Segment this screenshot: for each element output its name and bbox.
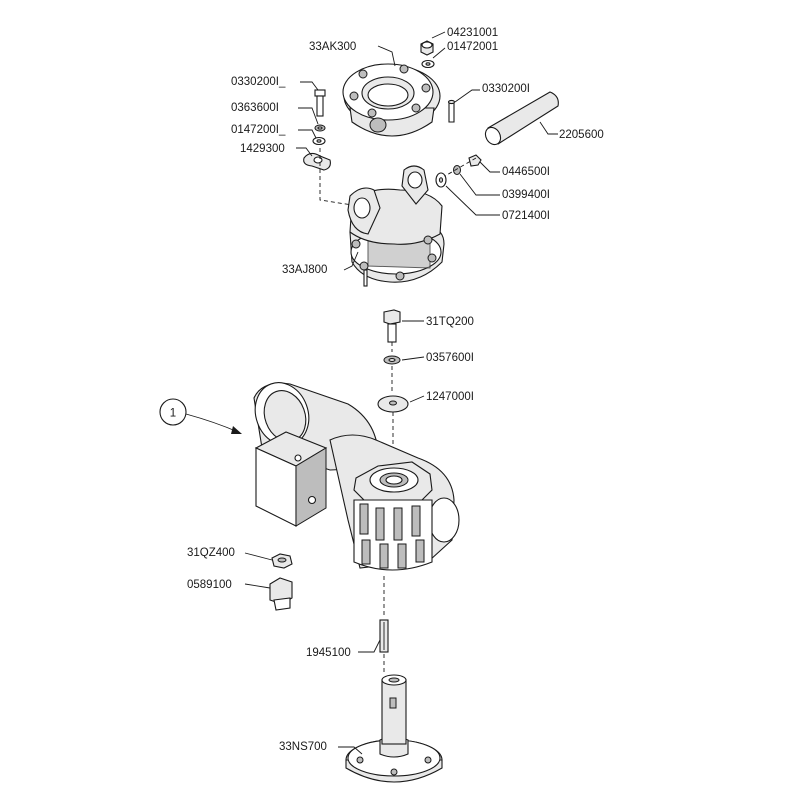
nut-0423100	[420, 40, 434, 56]
label-0399400: 0399400I	[502, 189, 550, 201]
washer-0147200-left	[312, 136, 326, 146]
washer-0147200-top	[421, 59, 435, 69]
label-0423100: 04231001	[447, 27, 498, 39]
label-31qz400: 31QZ400	[187, 547, 235, 559]
callout-number: 1	[170, 408, 176, 420]
label-2205600: 2205600	[559, 129, 604, 141]
label-1429300: 1429300	[240, 143, 285, 155]
label-1247000: 1247000I	[426, 391, 474, 403]
washer-1247000	[377, 395, 409, 413]
label-0721400: 0721400I	[502, 210, 550, 222]
label-0147200-top: 01472001	[447, 41, 498, 53]
label-0330200-left: 0330200I_	[231, 76, 286, 88]
key-1945100	[379, 619, 389, 653]
callout-1: 1	[159, 398, 242, 434]
lockwasher-0363600	[314, 124, 326, 132]
label-0589100: 0589100	[187, 579, 232, 591]
screw-0446500	[468, 154, 482, 167]
yoke-housing-33aj800	[347, 165, 445, 287]
label-0147200-left: 0147200I_	[231, 124, 286, 136]
label-0330200-right: 0330200I	[482, 83, 530, 95]
part-labels: 04231001 33AK300 01472001 0330200I_ 0330…	[187, 27, 604, 753]
bolt-31tq200	[383, 309, 401, 343]
lockwasher-0357600	[383, 355, 401, 365]
clamp-1429300	[303, 152, 331, 171]
label-0446500: 0446500I	[502, 166, 550, 178]
assembly-line-right	[444, 157, 477, 177]
shaft-base-33ns700	[345, 674, 443, 783]
fitting-0589100	[269, 577, 293, 611]
label-1945100: 1945100	[306, 647, 351, 659]
nut-31qz400	[271, 553, 293, 569]
label-31tq200: 31TQ200	[426, 316, 474, 328]
label-33ak300: 33AK300	[309, 41, 356, 53]
washer-0399400	[453, 165, 461, 175]
leader-lines	[244, 31, 558, 755]
cover-flange-33ak300	[342, 63, 441, 137]
label-33aj800: 33AJ800	[282, 264, 327, 276]
gear-motor-assembly	[253, 382, 460, 571]
shaft-2205600	[484, 91, 559, 146]
label-0357600: 0357600I	[426, 352, 474, 364]
label-0363600: 0363600I	[231, 102, 279, 114]
assembly-line-left	[319, 148, 353, 206]
washer-0721400	[435, 172, 447, 188]
label-33ns700: 33NS700	[279, 741, 327, 753]
pin-0330200-right	[447, 99, 456, 123]
bolt-0330200-left	[314, 89, 326, 117]
